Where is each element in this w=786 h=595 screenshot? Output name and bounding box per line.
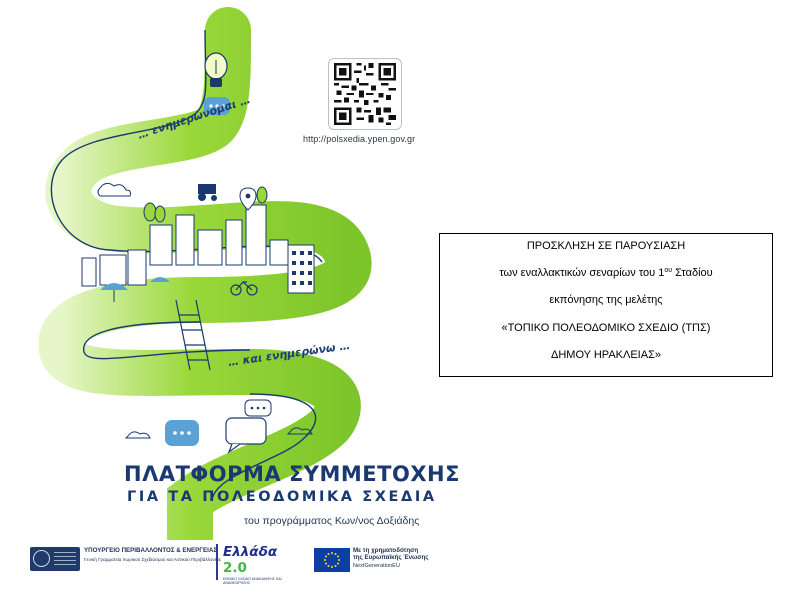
invitation-plan-title: «ΤΟΠΙΚΟ ΠΟΛΕΟΔΟΜΙΚΟ ΣΧΕΔΙΟ (ΤΠΣ) — [501, 322, 711, 334]
greece-subtitle: ΕΘΝΙΚΟ ΣΧΕΔΙΟ ΑΝΑΚΑΜΨΗΣ ΚΑΙ ΑΝΑΘΕΩΡΗΣΗΣ — [223, 577, 282, 585]
poster-title: ΠΛΑΤΦΟΡΜΑ ΣΥΜΜΕΤΟΧΗΣ — [124, 462, 460, 486]
bicycle-icon — [230, 281, 258, 296]
invitation-line-2: των εναλλακτικών σεναρίων του 1ου Σταδίο… — [499, 267, 713, 279]
poster-program: του προγράμματος Κων/νος Δοξιάδης — [244, 515, 420, 527]
location-pin-icon — [239, 187, 257, 211]
road-edge — [50, 29, 207, 251]
greece-2-0-logo: Ελλάδα 2.0 ΕΘΝΙΚΟ ΣΧΕΔΙΟ ΑΝΑΚΑΜΨΗΣ ΚΑΙ Α… — [216, 544, 298, 585]
cloud-icon — [97, 182, 313, 439]
winding-road-illustration — [38, 7, 372, 540]
eu-line-1: Με τη χρηματοδότηση — [353, 547, 419, 554]
qr-code[interactable] — [328, 58, 402, 130]
light-bulb-icon — [204, 52, 228, 87]
greece-number: 2.0 — [223, 560, 247, 576]
invitation-box: ΠΡΟΣΚΛΗΣΗ ΣΕ ΠΑΡΟΥΣΙΑΣΗ των εναλλακτικών… — [439, 233, 773, 377]
speech-bubble-icon — [204, 97, 230, 115]
speech-bubble-icon — [244, 399, 272, 417]
eu-funding-text: Με τη χρηματοδότηση της Ευρωπαϊκής Ένωση… — [353, 547, 448, 570]
footer-logos: ΥΠΟΥΡΓΕΙΟ ΠΕΡΙΒΑΛΛΟΝΤΟΣ & ΕΝΕΡΓΕΙΑΣ Γενι… — [26, 542, 448, 585]
tractor-icon — [198, 184, 217, 201]
road-band — [38, 7, 372, 540]
invitation-line-3: εκπόνησης της μελέτης — [549, 294, 663, 306]
ministry-text: ΥΠΟΥΡΓΕΙΟ ΠΕΡΙΒΑΛΛΟΝΤΟΣ & ΕΝΕΡΓΕΙΑΣ Γενι… — [84, 547, 229, 562]
qr-url-caption[interactable]: http://polsxedia.ypen.gov.gr — [303, 134, 416, 144]
eu-flag-icon — [314, 548, 350, 572]
eu-line-3: NextGenerationEU — [353, 563, 400, 570]
poster: http://polsxedia.ypen.gov.gr … ενημερώνο… — [26, 7, 459, 585]
invitation-heading: ΠΡΟΣΚΛΗΣΗ ΣΕ ΠΑΡΟΥΣΙΑΣΗ — [526, 240, 686, 252]
eu-line-2: της Ευρωπαϊκής Ένωσης — [353, 554, 429, 562]
speech-bubble-icon — [165, 420, 199, 446]
beach-umbrella-icon — [100, 277, 170, 302]
tree-icon — [143, 186, 268, 223]
greece-brand: Ελλάδα — [223, 544, 278, 560]
qr-code-icon — [334, 63, 396, 125]
speech-bubble-icon — [225, 417, 267, 454]
invitation-municipality: ΔΗΜΟΥ ΗΡΑΚΛΕΙΑΣ» — [551, 349, 661, 361]
poster-subtitle: ΓΙΑ ΤΑ ΠΟΛΕΟΔΟΜΙΚΑ ΣΧΕΔΙΑ — [127, 489, 437, 505]
ministry-subtitle: Γενική Γραμματεία Χωρικού Σχεδιασμού και… — [84, 557, 222, 563]
ministry-logo — [30, 547, 80, 571]
ladder-illustration — [175, 299, 211, 371]
ministry-name: ΥΠΟΥΡΓΕΙΟ ΠΕΡΙΒΑΛΛΟΝΤΟΣ & ΕΝΕΡΓΕΙΑΣ — [84, 547, 218, 554]
